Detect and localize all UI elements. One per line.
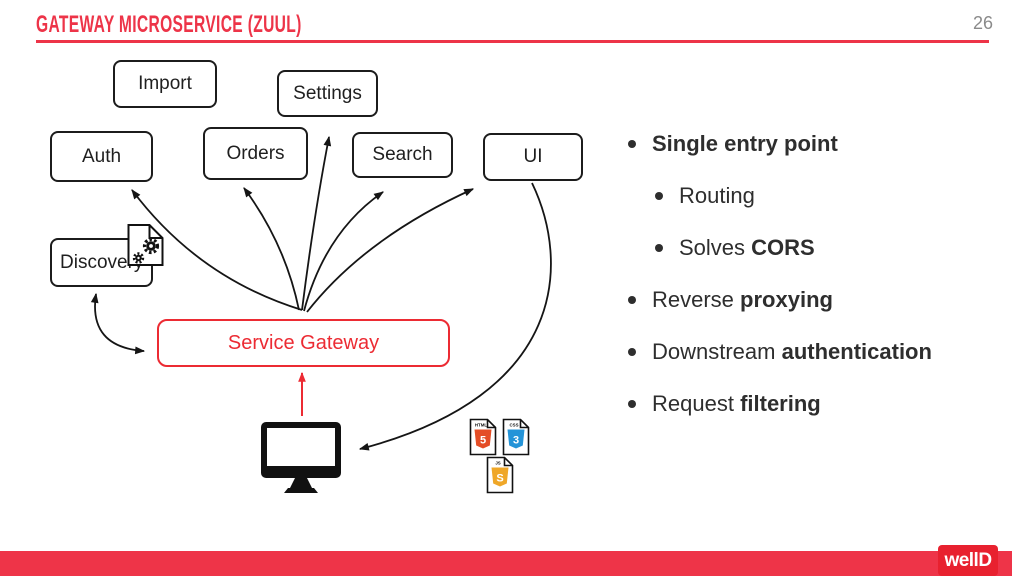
bullet-dot bbox=[655, 192, 663, 200]
bullet-text: Reverse proxying bbox=[652, 287, 833, 312]
bullet-dot bbox=[628, 140, 636, 148]
monitor-icon bbox=[261, 422, 341, 493]
node-ui: UI bbox=[483, 133, 583, 181]
js-file-icon: JS S bbox=[486, 456, 514, 494]
bullet-dot bbox=[628, 348, 636, 356]
bullet-dot bbox=[628, 400, 636, 408]
node-auth: Auth bbox=[50, 131, 153, 182]
arrow-gateway-to-auth bbox=[131, 189, 303, 311]
node-import: Import bbox=[113, 60, 217, 108]
bullet-dot bbox=[628, 296, 636, 304]
css-shield-glyph: 3 bbox=[513, 435, 519, 447]
arrow-gateway-to-search bbox=[303, 191, 384, 312]
page-number: 26 bbox=[972, 13, 993, 33]
footer-bar bbox=[0, 551, 1012, 576]
welld-logo: wellD bbox=[938, 545, 998, 576]
arrow-gateway-to-orders bbox=[243, 187, 300, 311]
css-shield bbox=[507, 429, 525, 449]
node-service-gateway: Service Gateway bbox=[157, 319, 450, 367]
bullet-dot bbox=[655, 244, 663, 252]
arrow-gateway-to-ui bbox=[306, 188, 475, 313]
html-file-label: HTML bbox=[475, 423, 488, 428]
node-discovery: Discovery bbox=[50, 238, 153, 287]
html-shield-glyph: 5 bbox=[480, 435, 486, 447]
bullet-item: Reverse proxying bbox=[628, 287, 1024, 312]
bullet-text: Request filtering bbox=[652, 391, 821, 416]
bullet-text: Downstream authentication bbox=[652, 339, 932, 364]
arrow-ui-to-monitor bbox=[358, 182, 552, 451]
js-file-label: JS bbox=[495, 461, 500, 466]
welld-logo-text: wellD bbox=[944, 549, 992, 571]
bullet-item: Routing bbox=[628, 183, 1024, 208]
bullet-item: Solves CORS bbox=[628, 235, 1024, 260]
title-underline bbox=[36, 40, 989, 43]
node-orders: Orders bbox=[203, 127, 308, 180]
node-settings: Settings bbox=[277, 70, 378, 117]
bullet-item: Request filtering bbox=[628, 391, 1024, 416]
html-file-icon: HTML 5 bbox=[469, 418, 497, 456]
js-shield bbox=[491, 467, 509, 487]
js-shield-glyph: S bbox=[496, 473, 503, 485]
node-search: Search bbox=[352, 132, 453, 178]
bullet-text: Routing bbox=[679, 183, 755, 208]
css-file-label: CSS bbox=[509, 423, 518, 428]
bullet-text: Solves CORS bbox=[679, 235, 815, 260]
bullet-item: Downstream authentication bbox=[628, 339, 1024, 364]
arrow-gateway-discovery-bidirectional bbox=[90, 292, 146, 355]
page-title: GATEWAY MICROSERVICE (ZUUL) bbox=[36, 11, 302, 38]
bullet-item: Single entry point bbox=[628, 131, 1024, 156]
css-file-icon: CSS 3 bbox=[502, 418, 530, 456]
html-shield bbox=[474, 429, 492, 449]
bullet-text: Single entry point bbox=[652, 131, 838, 156]
